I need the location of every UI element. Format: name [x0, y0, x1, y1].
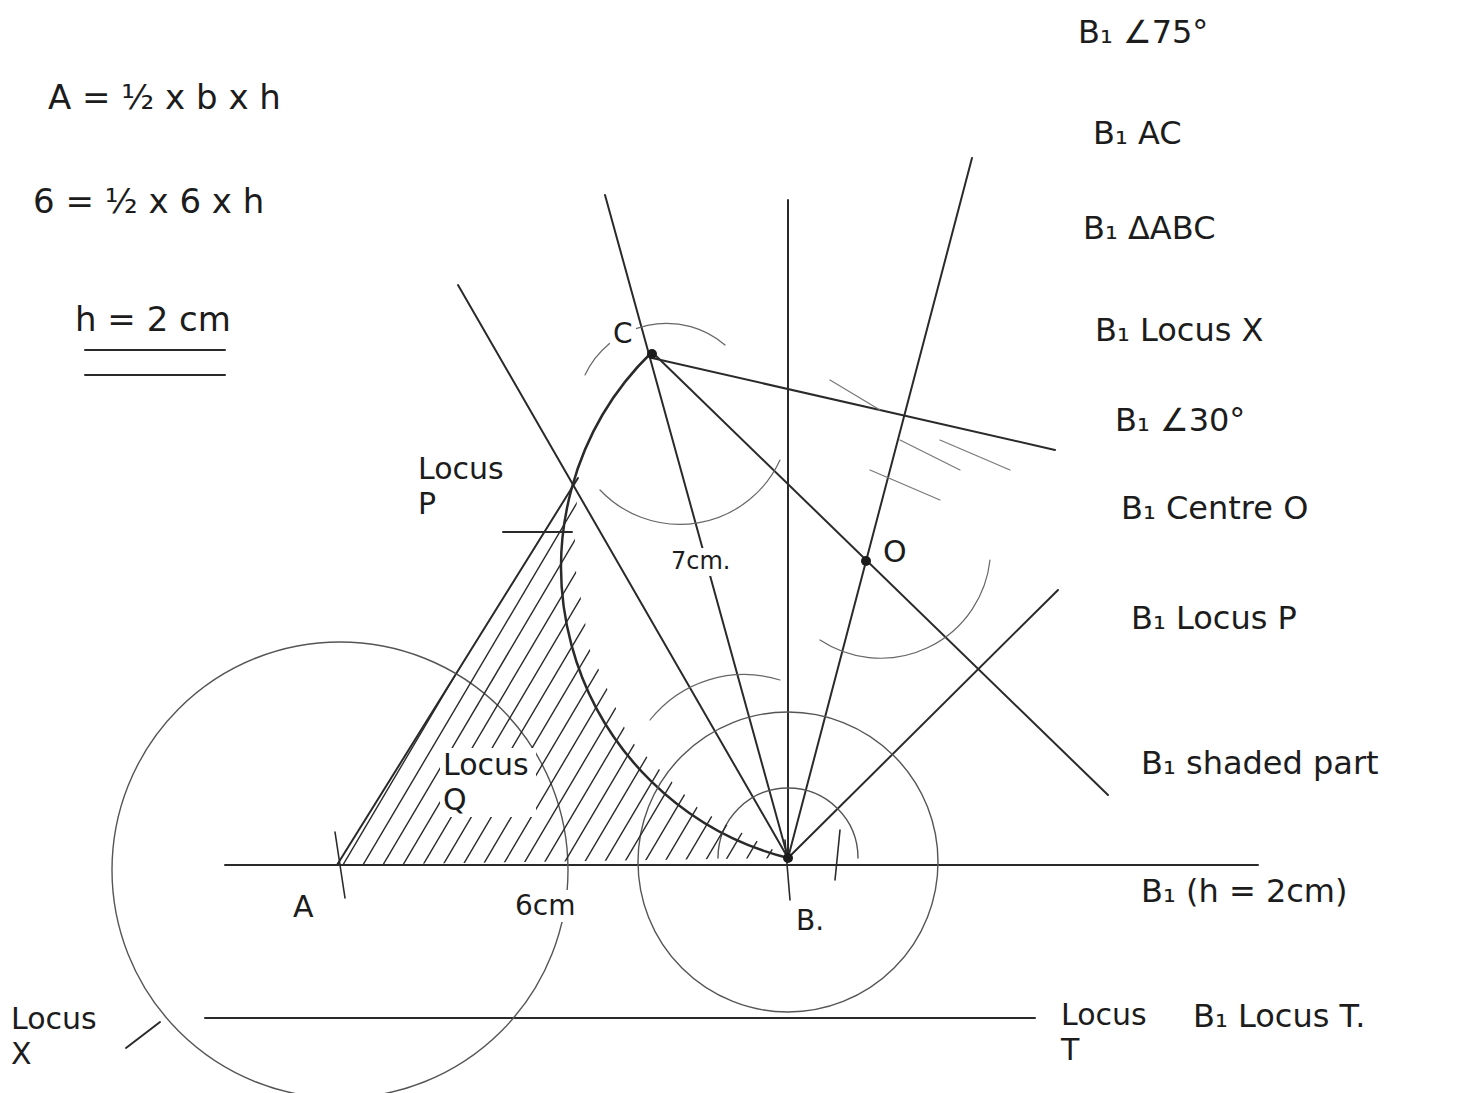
point-label: B. [793, 905, 827, 937]
hatch-line [300, 430, 560, 870]
locus-label: Locus T [1058, 998, 1164, 1067]
hatch-line [760, 430, 1020, 870]
result: h = 2 cm [72, 300, 234, 339]
dimension: 6cm [512, 890, 578, 922]
hatch-line [580, 430, 840, 870]
point-label: C [610, 318, 636, 350]
mark-note: B₁ shaded part [1138, 745, 1382, 782]
formula: A = ½ x b x h [45, 78, 284, 117]
hatch-line [320, 430, 580, 870]
formula: 6 = ½ x 6 x h [30, 182, 267, 221]
hatch-line [520, 430, 780, 870]
mark-note: B₁ Centre O [1118, 490, 1311, 527]
hatch-line [700, 430, 960, 870]
hatch-line [660, 430, 920, 870]
hatch-line [600, 430, 860, 870]
locus-label: Locus Q [440, 748, 536, 817]
mark-note: B₁ (h = 2cm) [1138, 873, 1350, 910]
hatch-line [540, 430, 800, 870]
hatch-line [680, 430, 940, 870]
mark-note: B₁ AC [1090, 115, 1185, 152]
point-label: A [290, 890, 317, 925]
hatch-line [800, 430, 1060, 870]
mark-note: B₁ ∠30° [1112, 402, 1248, 439]
point-label: O [880, 535, 910, 570]
hatch-line [620, 430, 880, 870]
hatch-line [780, 430, 1040, 870]
locus-label: Locus P [415, 452, 511, 521]
hatch-line [560, 430, 820, 870]
hatch-line [380, 430, 640, 870]
hatch-line [500, 430, 760, 870]
mark-note: B₁ Locus T. [1190, 998, 1368, 1035]
mark-note: B₁ Locus X [1092, 312, 1266, 349]
hatch-line [340, 430, 600, 870]
hatch-line [740, 430, 1000, 870]
hatch-line [640, 430, 900, 870]
mark-note: B₁ ∠75° [1075, 14, 1211, 51]
hatch-line [360, 430, 620, 870]
hatch-line [720, 430, 980, 870]
mark-note: B₁ ΔABC [1080, 210, 1218, 247]
dimension: 7cm. [668, 548, 733, 576]
locus-label: Locus X [8, 1002, 114, 1071]
mark-note: B₁ Locus P [1128, 600, 1300, 637]
hatch-line [400, 430, 660, 870]
